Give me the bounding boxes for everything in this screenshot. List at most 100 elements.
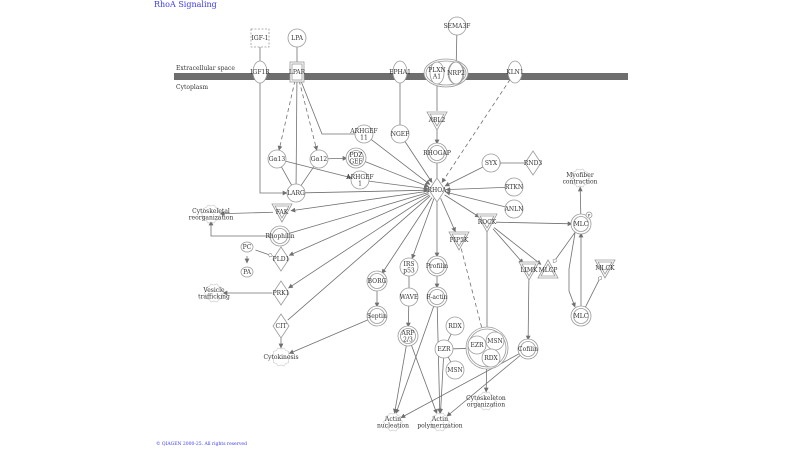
node-rock[interactable]: ROCK <box>476 213 498 233</box>
diagram-title[interactable]: RhoA Signaling <box>154 0 217 9</box>
node-fak[interactable]: FAK <box>271 203 293 223</box>
node-rtkn[interactable]: RTKN <box>504 177 524 197</box>
edge-cofilin-to-actin_polymerization[interactable] <box>446 354 522 417</box>
edge-rdx1-to-ezr1[interactable] <box>447 333 452 342</box>
node-larg[interactable]: LARG <box>286 183 306 203</box>
node-sema3f[interactable]: SEMA3F <box>444 16 471 36</box>
edge-rock-to-mlc1[interactable] <box>495 221 573 227</box>
edge-rhoa-to-fak[interactable] <box>290 190 429 213</box>
node-rhophilin[interactable]: Rhophilin <box>265 225 295 247</box>
edge-rhoa-to-pld1[interactable] <box>288 193 429 256</box>
edge-f-actin-to-actin_nucleation[interactable] <box>395 305 435 414</box>
node-epha1[interactable]: EPHA1 <box>389 60 411 84</box>
edge-lpar-to-arhgef11[interactable] <box>300 80 355 135</box>
edge-arp23-to-actin_polymerization[interactable] <box>410 344 438 415</box>
node-msn1[interactable]: MSN <box>445 360 465 380</box>
edge-lpar-to-gi12[interactable] <box>298 80 319 151</box>
node-septin[interactable]: Septin <box>366 305 388 327</box>
edge-septin-to-cytokinesis[interactable] <box>288 319 369 354</box>
node-wave[interactable]: WAVE <box>399 287 419 307</box>
edge-arp23-to-actin_nucleation[interactable] <box>392 344 407 414</box>
edge-rhophilin-to-cytoskeletal[interactable] <box>208 220 271 237</box>
node-rnd3[interactable]: RND3 <box>524 150 543 176</box>
node-cofilin[interactable]: Cofilin <box>517 338 539 360</box>
edge-igf1r-to-larg[interactable] <box>259 81 288 196</box>
node-lpar[interactable]: LPAR <box>289 61 306 83</box>
node-anln[interactable]: ANLN <box>504 199 524 219</box>
edge-sema3f-to-nrp2[interactable] <box>455 34 458 65</box>
edge-rhoa-to-pip5k[interactable] <box>440 198 456 233</box>
node-pa[interactable]: PA <box>240 266 254 278</box>
edge-gi13-to-larg[interactable] <box>281 166 292 186</box>
node-gi13[interactable]: Gα13 <box>267 149 287 169</box>
edge-anln-to-rhoa[interactable] <box>445 190 506 208</box>
edge-msn1-to-ezr1[interactable] <box>447 356 452 363</box>
node-abl2[interactable]: ABL2 <box>426 111 448 131</box>
edge-pip5k-to-erm[interactable] <box>460 248 486 340</box>
edge-limk-to-cofilin[interactable] <box>525 278 531 341</box>
edge-f-actin-to-actin_polymerization[interactable] <box>436 305 443 414</box>
node-limk[interactable]: LIMK <box>518 261 540 281</box>
node-pc[interactable]: PC <box>240 241 254 253</box>
edge-kln1-to-rhoa[interactable] <box>441 79 511 183</box>
node-gi12[interactable]: Gα12 <box>309 149 329 169</box>
node-ezr1[interactable]: EZR <box>434 339 454 359</box>
edge-fak-to-cytoskeletal[interactable] <box>219 211 274 217</box>
node-kln1[interactable]: KLN1 <box>506 60 524 84</box>
edge-mlc1-to-mlc2[interactable] <box>568 232 576 308</box>
edge-rhoa-to-borg[interactable] <box>381 197 433 274</box>
edge-lpar-to-gi13[interactable] <box>277 80 296 151</box>
edge-mlcp-to-mlc1[interactable] <box>553 231 577 262</box>
node-pip5k[interactable]: PIP5K <box>448 231 470 251</box>
edge-rhoa-to-prk1[interactable] <box>288 194 430 289</box>
node-igf-1[interactable]: IGF-1 <box>250 28 270 48</box>
edge-arhgef1-to-rhoa[interactable] <box>368 180 429 191</box>
edge-rock-to-mlcp[interactable] <box>493 227 542 265</box>
node-pld1[interactable]: PLD1 <box>272 246 290 272</box>
node-mlck[interactable]: MLCK <box>594 259 616 279</box>
edge-syx-to-rhoa[interactable] <box>444 166 484 187</box>
node-prk1[interactable]: PRK1 <box>272 280 290 306</box>
edge-rhoa-to-rock[interactable] <box>444 194 480 218</box>
edge-rhoa-to-rhophilin[interactable] <box>288 192 429 234</box>
node-lpa[interactable]: LPA <box>287 28 307 48</box>
node-cit[interactable]: CIT <box>272 313 290 339</box>
edge-mlc1-to-myofiber[interactable] <box>577 186 583 216</box>
edge-wave-to-arp23[interactable] <box>405 305 411 328</box>
edge-lpar-to-larg[interactable] <box>295 80 298 185</box>
edge-gi12-to-pdzgef[interactable] <box>327 155 348 161</box>
node-rhogap[interactable]: RHOGAP <box>423 142 451 164</box>
node-syx[interactable]: SYX <box>481 153 501 173</box>
node-mlc2[interactable]: MLC <box>570 305 592 327</box>
node-borg[interactable]: BORG <box>366 270 388 292</box>
node-ngef[interactable]: NGEF <box>390 124 410 144</box>
edge-rhoa-to-irsp53[interactable] <box>411 198 435 259</box>
edge-pld1-to-pc[interactable] <box>255 249 272 256</box>
edge-mlck-to-mlc2[interactable] <box>584 276 601 309</box>
node-igf1r[interactable]: IGF1R <box>250 60 270 84</box>
process-cytokinesis[interactable]: Cytokinesis <box>263 347 299 367</box>
node-rdx1[interactable]: RDX <box>445 316 465 336</box>
node-f-actin[interactable]: F-actin <box>426 286 448 308</box>
node-profilin[interactable]: Profilin <box>426 255 448 277</box>
node-nrp2[interactable]: NRP2 <box>447 61 465 85</box>
edge-pdzgef-to-rhoa[interactable] <box>364 160 430 188</box>
edge-ngef-to-rhoa[interactable] <box>404 141 433 183</box>
node-mlcp[interactable]: MLCP <box>537 259 559 279</box>
edge-rtkn-to-rhoa[interactable] <box>445 186 506 192</box>
edge-rhoa-to-cit[interactable] <box>287 195 431 321</box>
edge-arhgef11-to-rhoa[interactable] <box>370 139 431 185</box>
edge-larg-to-rhoa[interactable] <box>304 187 429 194</box>
edge-ezr1-to-actin_polymerization[interactable] <box>438 357 444 414</box>
